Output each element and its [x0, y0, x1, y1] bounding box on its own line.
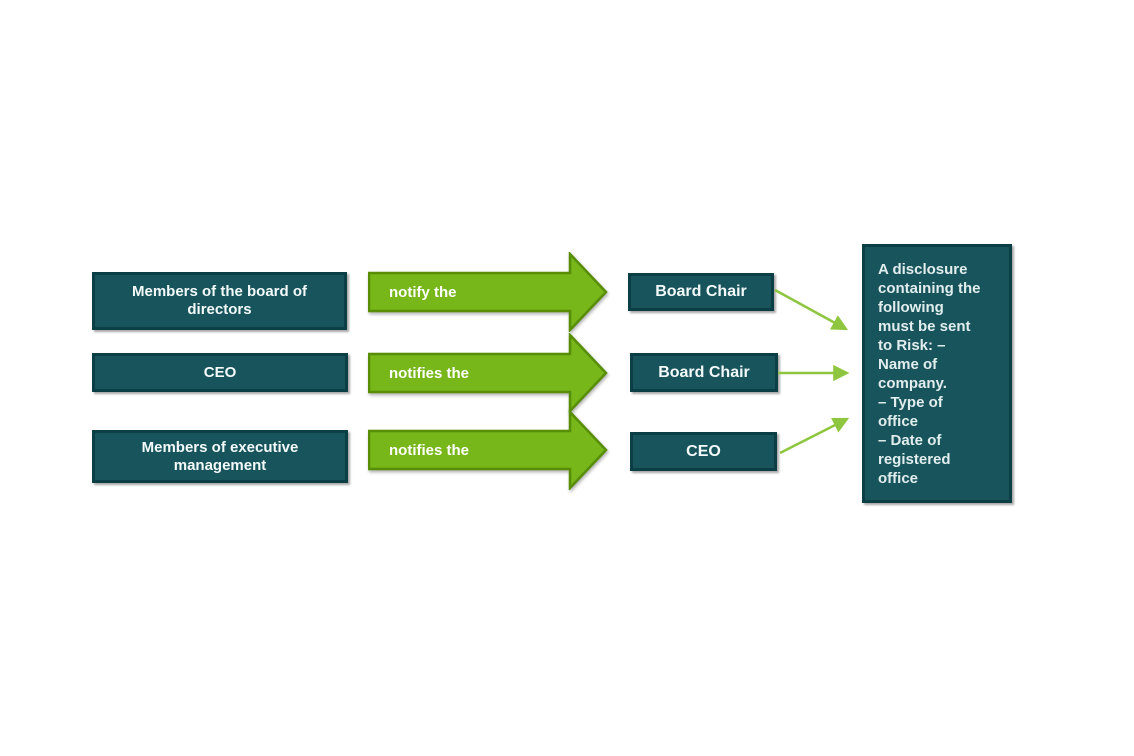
target-box-ceo: CEO	[630, 432, 777, 471]
connector-arrow-3	[779, 417, 850, 455]
source-box-board-members: Members of the board of directors	[92, 272, 347, 330]
target-box-board-chair-2: Board Chair	[630, 353, 778, 392]
arrow-label: notify the	[389, 283, 457, 301]
source-box-label: Members of the board of directors	[131, 283, 307, 318]
notify-block-arrow-3: notifies the	[368, 410, 608, 490]
right-block-arrow-shape	[368, 252, 608, 332]
source-box-label: Members of executive management	[141, 438, 299, 474]
source-box-ceo: CEO	[92, 353, 348, 392]
notify-block-arrow-1: notify the	[368, 252, 608, 332]
source-box-label: CEO	[203, 363, 237, 381]
connector-arrow-1	[774, 288, 849, 331]
disclosure-note-text: A disclosure containing the following mu…	[878, 261, 981, 487]
source-box-executive-management: Members of executive management	[92, 430, 348, 483]
disclosure-note-box: A disclosure containing the following mu…	[862, 244, 1012, 503]
target-box-board-chair-1: Board Chair	[628, 273, 774, 311]
target-box-label: Board Chair	[658, 363, 750, 381]
target-box-label: CEO	[686, 442, 721, 460]
target-box-label: Board Chair	[655, 283, 747, 300]
arrow-label: notifies the	[389, 441, 470, 459]
right-block-arrow-shape	[368, 333, 608, 413]
notify-block-arrow-2: notifies the	[368, 333, 608, 413]
arrow-label: notifies the	[389, 364, 470, 382]
right-block-arrow-shape	[368, 410, 608, 490]
connector-arrows	[774, 288, 850, 455]
